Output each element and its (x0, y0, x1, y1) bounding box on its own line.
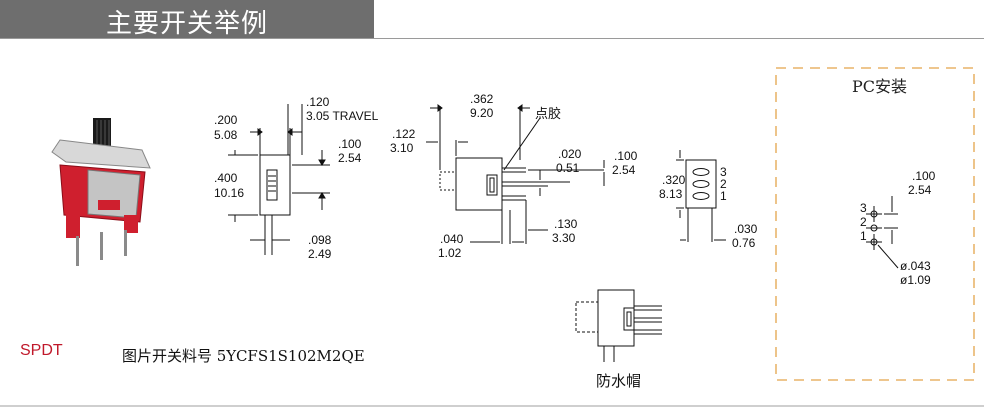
front-dim-pin-mm: 2.49 (308, 247, 332, 261)
bottom-dim-height-in: .320 (662, 173, 686, 187)
pc-pin-2: 2 (860, 215, 867, 229)
spdt-label: SPDT (20, 342, 63, 359)
side-dim-overall-mm: 9.20 (470, 106, 494, 120)
front-dim-travel-mm: 3.05 TRAVEL (306, 109, 379, 123)
side-dim-base-in: .040 (440, 232, 464, 246)
side-dim-pitch-mm: 2.54 (612, 163, 636, 177)
side-dim-actuator-mm: 3.10 (390, 141, 414, 155)
glue-label: 点胶 (535, 106, 561, 122)
front-dim-pin-in: .098 (308, 233, 332, 247)
bottom-pin-3: 3 (720, 165, 727, 179)
pc-hole-pattern (866, 196, 899, 269)
pc-install-frame (775, 67, 975, 381)
front-dim-height-in: .400 (214, 171, 238, 185)
switch-photo (51, 118, 151, 266)
pc-install-title: PC安装 (852, 77, 908, 96)
side-dim-overall-in: .362 (470, 92, 494, 106)
front-dim-width-in: .200 (214, 113, 238, 127)
front-dim-pitch-mm: 2.54 (338, 151, 362, 165)
bottom-dim-height-mm: 8.13 (659, 187, 683, 201)
front-dim-pitch-in: .100 (338, 137, 362, 151)
pc-dim-pitch-mm: 2.54 (908, 183, 932, 197)
front-dim-height-mm: 10.16 (214, 186, 244, 200)
bottom-dim-thickness-in: .030 (734, 222, 758, 236)
side-dim-pin-thickness-mm: 0.51 (556, 161, 580, 175)
waterproof-drawing (575, 289, 662, 362)
pc-dim-hole-in: ø.043 (900, 259, 931, 273)
front-dim-travel-in: .120 (306, 95, 330, 109)
pc-pin-3: 3 (860, 201, 867, 215)
side-dim-pin-length-mm: 3.30 (552, 231, 576, 245)
footer-divider (0, 405, 984, 407)
bottom-view-drawing (676, 150, 726, 242)
pc-dim-pitch-in: .100 (912, 169, 936, 183)
bottom-pin-1: 1 (720, 189, 727, 203)
bottom-pin-2: 2 (720, 177, 727, 191)
header-divider (0, 38, 984, 39)
part-number-caption: 图片开关料号 5YCFS1S102M2QE (122, 347, 365, 365)
header-bar (0, 0, 374, 38)
side-dim-pin-length-in: .130 (554, 217, 578, 231)
bottom-dim-thickness-mm: 0.76 (732, 236, 756, 250)
waterproof-label: 防水帽 (596, 372, 642, 390)
front-dim-width-mm: 5.08 (214, 128, 238, 142)
side-dim-actuator-in: .122 (392, 127, 416, 141)
pc-pin-1: 1 (860, 229, 867, 243)
pc-dim-hole-mm: ø1.09 (900, 273, 931, 287)
page-title: 主要开关举例 (106, 9, 269, 39)
side-dim-pitch-in: .100 (614, 149, 638, 163)
side-view-drawing (426, 104, 605, 244)
front-view-drawing (228, 104, 330, 255)
side-dim-pin-thickness-in: .020 (558, 147, 582, 161)
side-dim-base-mm: 1.02 (438, 246, 462, 260)
